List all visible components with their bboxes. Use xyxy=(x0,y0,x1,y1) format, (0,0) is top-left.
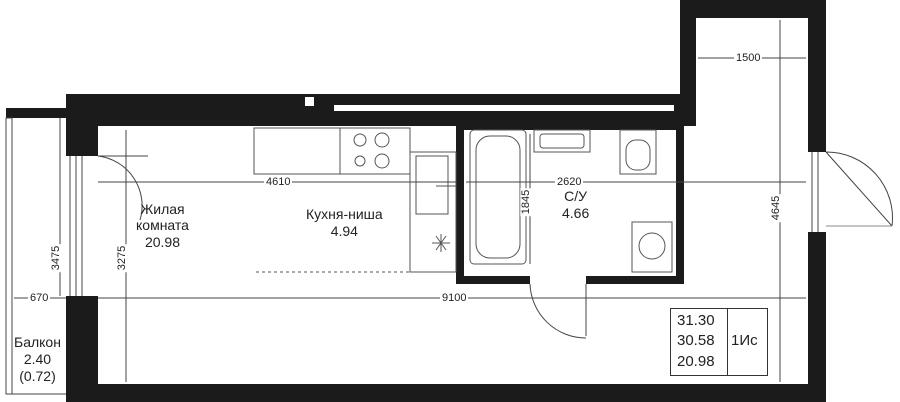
info-total-area: 31.30 xyxy=(677,312,715,329)
dim-right-height: 4645 xyxy=(770,193,783,223)
dim-living-width: 4610 xyxy=(264,176,293,188)
kitchen-name: Кухня-ниша xyxy=(306,206,383,222)
dim-bath-height: 1845 xyxy=(520,187,533,217)
dim-balcony-width: 670 xyxy=(28,292,51,304)
info-living-area-total: 30.58 xyxy=(677,332,715,349)
balcony-label: Балкон 2.40 (0.72) xyxy=(14,334,61,385)
outer-wall xyxy=(66,0,826,402)
bath-area: 4.66 xyxy=(562,205,590,221)
dim-balcony-height: 3475 xyxy=(50,243,63,273)
living-room-name-1: Жилая xyxy=(140,201,185,217)
living-room-name-2: комната xyxy=(136,217,189,233)
balcony-wall-top xyxy=(6,108,68,118)
toilet xyxy=(619,129,657,175)
living-room-label: Жилая комната 20.98 xyxy=(136,201,189,251)
doors xyxy=(97,151,893,339)
window-small xyxy=(305,97,314,106)
balcony-area-reduced: (0.72) xyxy=(19,368,56,384)
bathtub xyxy=(469,129,527,265)
door-right-opening xyxy=(808,152,826,232)
bath-name: С/У xyxy=(564,188,588,204)
info-box: 31.30 30.58 20.98 1Ис xyxy=(670,308,768,376)
bath-door-swing xyxy=(529,283,587,339)
info-apartment-type: 1Ис xyxy=(731,332,758,349)
door-right-swing xyxy=(825,151,893,227)
windows xyxy=(66,97,826,296)
window-top-slot xyxy=(334,105,674,111)
sink xyxy=(415,155,449,215)
living-room-area: 20.98 xyxy=(144,234,180,250)
kitchen-fixtures xyxy=(253,127,457,273)
washbasin xyxy=(533,129,591,153)
counter-right xyxy=(409,151,457,273)
balcony-name: Балкон xyxy=(14,334,61,350)
dim-top-right-width: 1500 xyxy=(734,52,763,64)
kitchen-label: Кухня-ниша 4.94 xyxy=(306,206,383,240)
bath-label: С/У 4.66 xyxy=(562,188,589,222)
partition-bath-left xyxy=(456,124,464,284)
partition-bath-right xyxy=(676,124,684,284)
balcony xyxy=(5,117,66,395)
kitchen-area: 4.94 xyxy=(330,223,358,239)
info-living-room-area: 20.98 xyxy=(677,353,715,370)
partition-bath-top xyxy=(456,124,684,130)
dim-total-width: 9100 xyxy=(440,292,469,304)
fan-icon xyxy=(432,234,450,252)
washing-machine xyxy=(631,221,673,273)
bath-door-opening xyxy=(530,276,586,284)
door-left-swing xyxy=(97,155,148,221)
dim-bath-width: 2620 xyxy=(555,176,584,188)
stove xyxy=(339,127,411,175)
dim-room-height: 3275 xyxy=(116,243,129,273)
balcony-area: 2.40 xyxy=(23,351,52,367)
